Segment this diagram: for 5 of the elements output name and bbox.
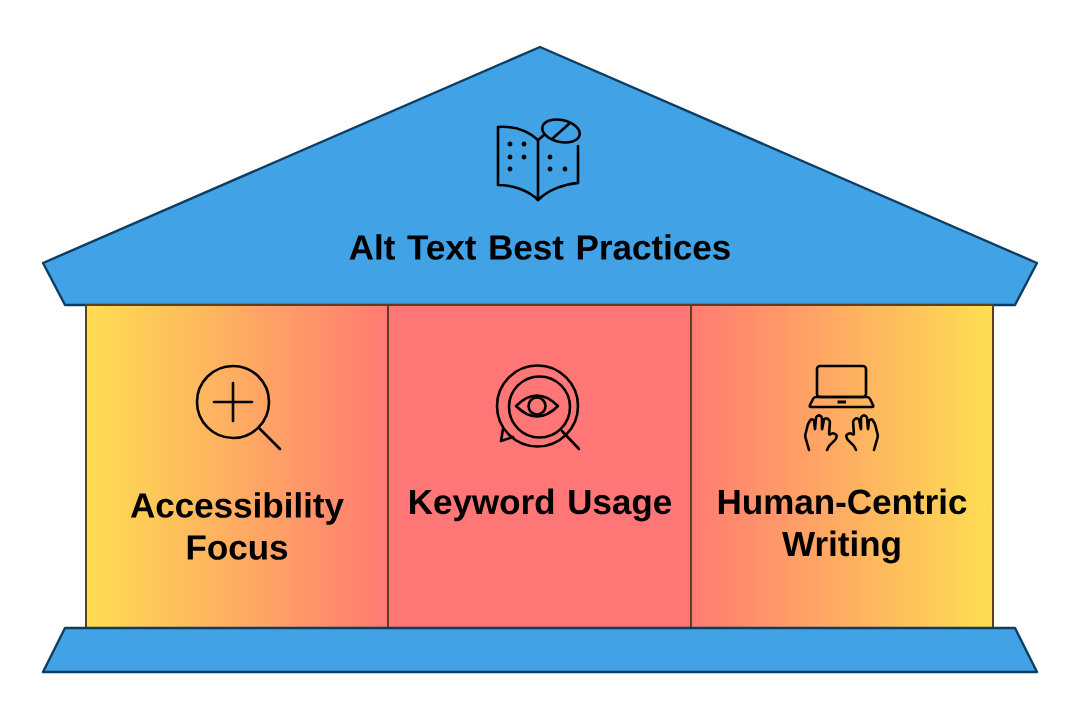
- base-slab: [41, 626, 1039, 674]
- column-panel: Keyword Usage: [387, 304, 692, 629]
- roof-panel: Alt Text Best Practices: [41, 45, 1039, 307]
- column-panel: Human-Centric Writing: [690, 304, 994, 629]
- column-panel: Accessibility Focus: [85, 304, 389, 629]
